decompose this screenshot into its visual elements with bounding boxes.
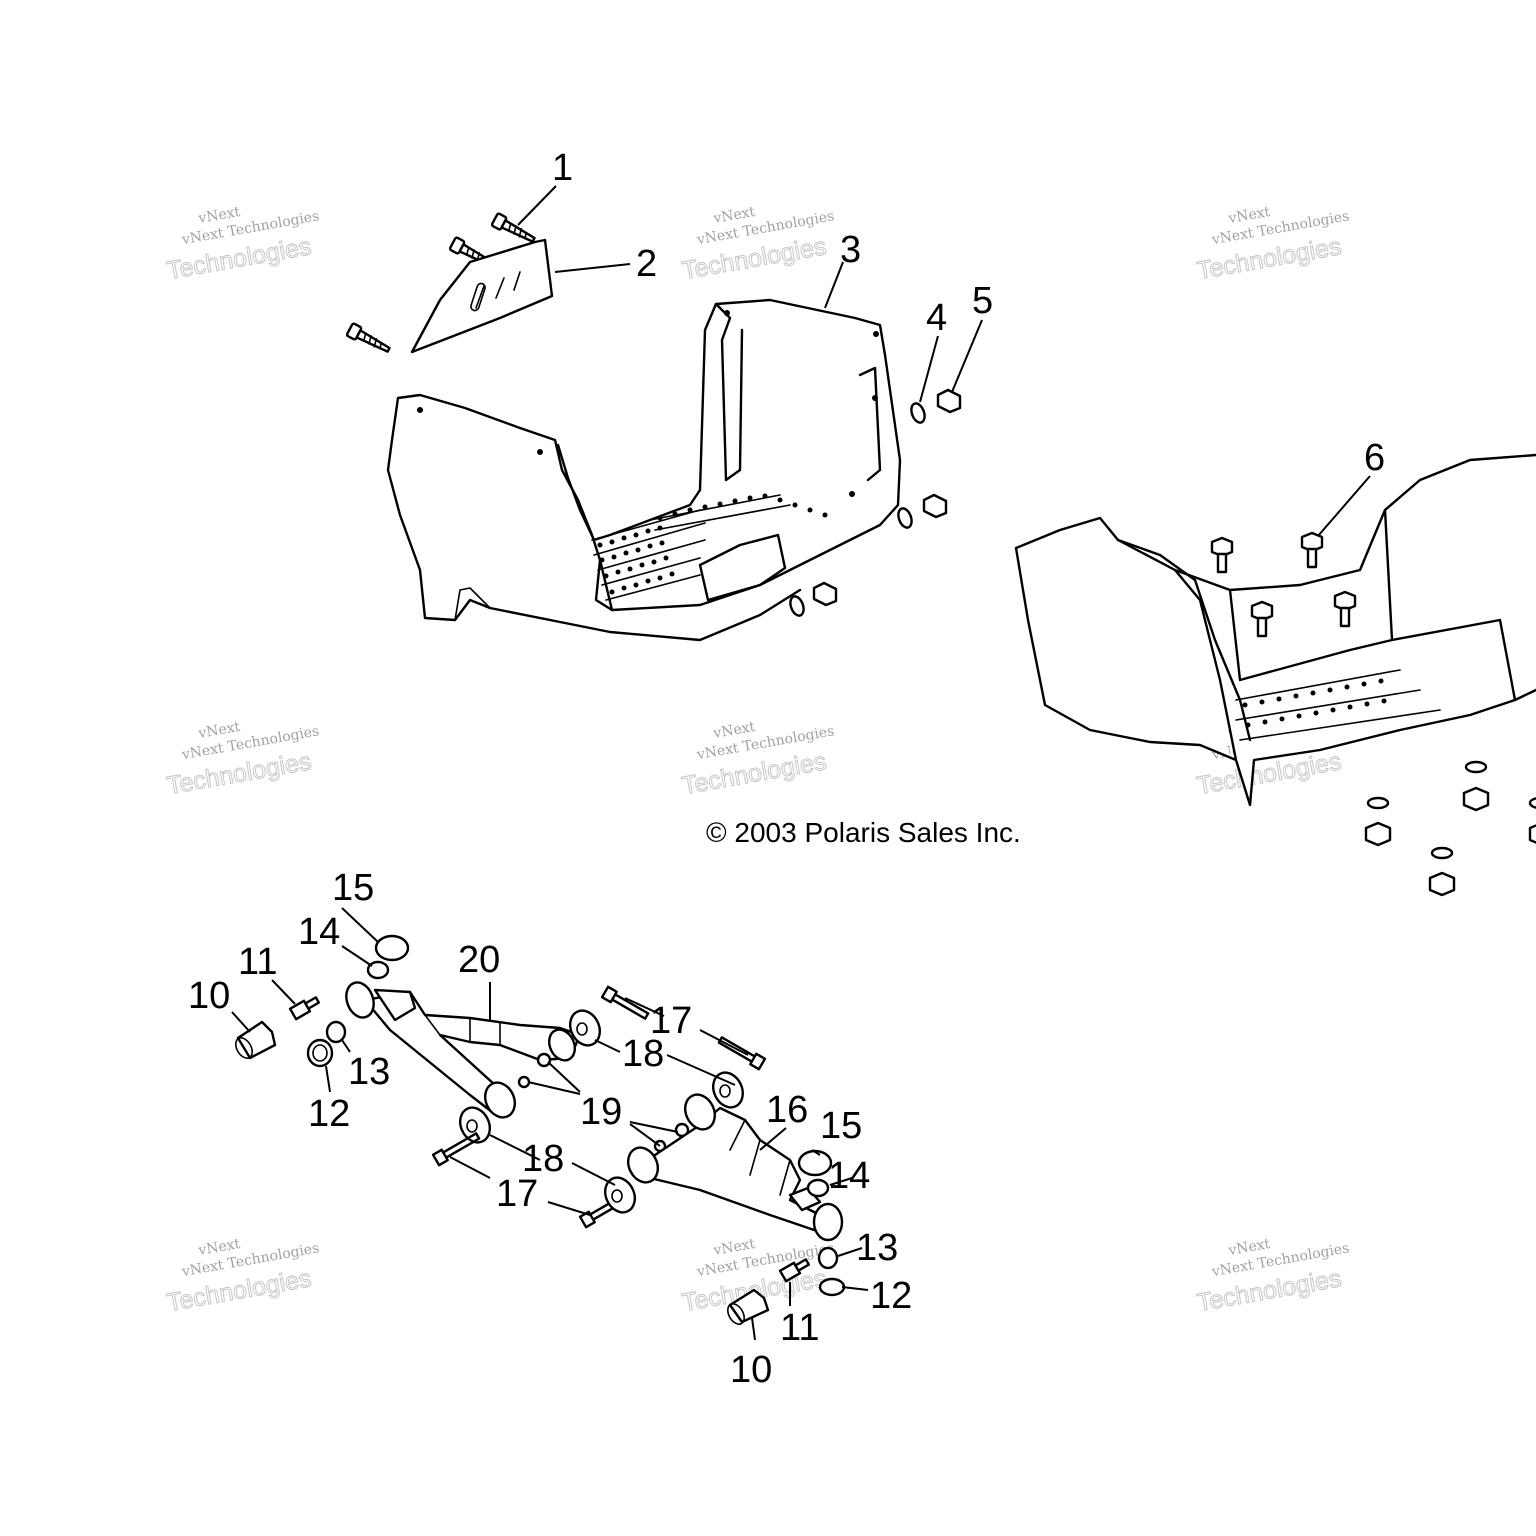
washer xyxy=(1528,797,1536,809)
svg-text:vNext: vNext xyxy=(711,204,756,227)
callout-1: 1 xyxy=(552,147,573,189)
seal xyxy=(306,1038,334,1068)
screw xyxy=(490,212,536,243)
bushing xyxy=(627,1146,659,1184)
callout-11b: 11 xyxy=(780,1307,819,1349)
washer xyxy=(536,1052,552,1068)
callout-13: 13 xyxy=(348,1051,390,1093)
callout-14b: 14 xyxy=(828,1155,870,1197)
svg-text:vNext: vNext xyxy=(1226,204,1271,227)
bushing xyxy=(459,1106,491,1144)
callout-18: 18 xyxy=(622,1033,664,1075)
bushing xyxy=(547,1028,577,1062)
svg-text:vNext: vNext xyxy=(196,204,241,227)
callout-16: 16 xyxy=(766,1089,808,1131)
grease-fitting xyxy=(778,1258,811,1283)
nut xyxy=(1528,824,1536,844)
bolt xyxy=(600,985,650,1020)
callout-13b: 13 xyxy=(856,1227,898,1269)
washer xyxy=(1464,760,1488,774)
callouts: 1 2 3 4 5 6 15 14 11 10 13 12 20 17 18 1… xyxy=(188,147,1385,1391)
callout-6: 6 xyxy=(1364,437,1385,479)
callout-17: 17 xyxy=(650,1000,692,1042)
svg-text:vNext: vNext xyxy=(711,1236,756,1259)
lower-a-arm xyxy=(638,1106,832,1234)
a-arm-assembly xyxy=(235,934,846,1325)
nut xyxy=(1364,821,1392,847)
bushing xyxy=(817,1246,839,1270)
washer xyxy=(789,595,805,617)
pin xyxy=(728,1288,770,1324)
nut xyxy=(936,388,962,414)
cap xyxy=(374,934,410,962)
callout-2: 2 xyxy=(636,243,657,285)
callout-5: 5 xyxy=(972,280,993,322)
callout-11: 11 xyxy=(238,941,277,983)
retaining-ring xyxy=(806,1178,830,1198)
bolt xyxy=(1250,600,1274,638)
callout-19: 19 xyxy=(580,1091,622,1133)
svg-text:vNext: vNext xyxy=(1226,1236,1271,1259)
nut xyxy=(812,581,838,607)
left-footwell-assembly xyxy=(345,212,962,642)
cap xyxy=(797,1149,833,1177)
callout-15: 15 xyxy=(332,867,374,909)
callout-17b: 17 xyxy=(496,1173,538,1215)
bolt xyxy=(1210,536,1234,574)
washer xyxy=(517,1075,531,1089)
watermark: vNext vNext Technologies Technologies xyxy=(1194,204,1350,286)
watermark: vNext vNext Technologies Technologies xyxy=(679,719,835,801)
bolt xyxy=(431,1132,481,1167)
nut xyxy=(1462,786,1490,812)
pin xyxy=(236,1020,277,1060)
copyright-notice: © 2003 Polaris Sales Inc. xyxy=(706,817,1021,848)
svg-text:vNext: vNext xyxy=(196,719,241,742)
callout-12b: 12 xyxy=(870,1275,912,1317)
callout-3: 3 xyxy=(840,229,861,271)
svg-text:vNext: vNext xyxy=(711,719,756,742)
watermark: vNext vNext Technologies Technologies xyxy=(164,204,320,286)
nut xyxy=(922,493,948,519)
seal xyxy=(818,1277,846,1297)
nut xyxy=(1428,871,1456,897)
callout-14: 14 xyxy=(298,911,340,953)
tread-pattern xyxy=(591,493,828,601)
right-footwell-assembly xyxy=(1014,453,1536,897)
svg-text:vNext: vNext xyxy=(196,1236,241,1259)
bushing xyxy=(712,1071,744,1109)
bushing xyxy=(569,1009,601,1047)
callout-4: 4 xyxy=(926,297,947,339)
callout-10b: 10 xyxy=(730,1349,772,1391)
watermark: vNext vNext Technologies Technologies xyxy=(679,204,835,286)
callout-15b: 15 xyxy=(820,1105,862,1147)
screw xyxy=(345,322,391,353)
callout-18b: 18 xyxy=(522,1138,564,1180)
watermark: vNext vNext Technologies Technologies xyxy=(164,719,320,801)
grease-fitting xyxy=(288,996,321,1021)
washer xyxy=(910,402,926,424)
washer xyxy=(1430,846,1454,860)
bushing xyxy=(484,1081,516,1119)
leader-lines xyxy=(231,185,1371,1341)
watermark: vNext vNext Technologies Technologies xyxy=(1194,1236,1350,1318)
bushing xyxy=(684,1093,716,1131)
callout-20: 20 xyxy=(458,939,500,981)
bolt xyxy=(1300,531,1324,569)
washer xyxy=(897,507,913,529)
bolt xyxy=(1333,590,1357,628)
bushing xyxy=(604,1176,636,1214)
right-footwell xyxy=(1014,453,1536,807)
washer xyxy=(1366,796,1390,810)
callout-10: 10 xyxy=(188,975,230,1017)
bushing xyxy=(325,1020,347,1044)
callout-12: 12 xyxy=(308,1093,350,1135)
retaining-ring xyxy=(366,960,390,980)
watermark: vNext vNext Technologies Technologies xyxy=(164,1236,320,1318)
